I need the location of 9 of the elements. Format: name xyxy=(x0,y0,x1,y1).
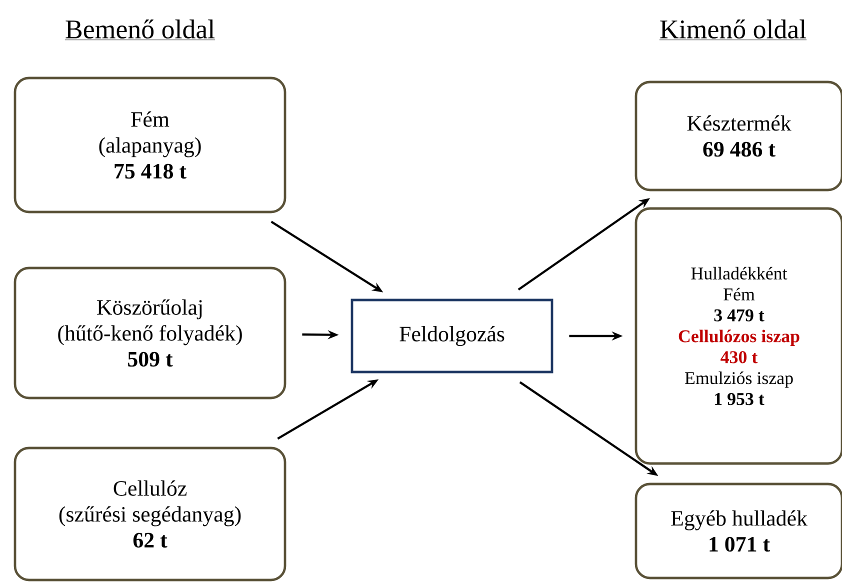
rounded-box: Hulladékként Fém 3 479 t Cellulózos iszap 430 t Emulziós iszap 1 953 t xyxy=(634,207,842,465)
process-box: Feldolgozás xyxy=(350,298,554,374)
rounded-box: Fém (alapanyag) 75 418 t xyxy=(14,76,286,214)
heading: Kimenő oldal xyxy=(659,20,807,40)
rounded-box: Egyéb hulladék 1 071 t xyxy=(634,482,842,580)
heading: Bemenő oldal xyxy=(64,20,216,40)
rounded-box: Cellulóz (szűrési segédanyag) 62 t xyxy=(14,446,286,582)
rounded-box: Köszörűolaj (hűtő-kenő folyadék) 509 t xyxy=(14,266,286,400)
rounded-box: Késztermék 69 486 t xyxy=(634,80,842,192)
